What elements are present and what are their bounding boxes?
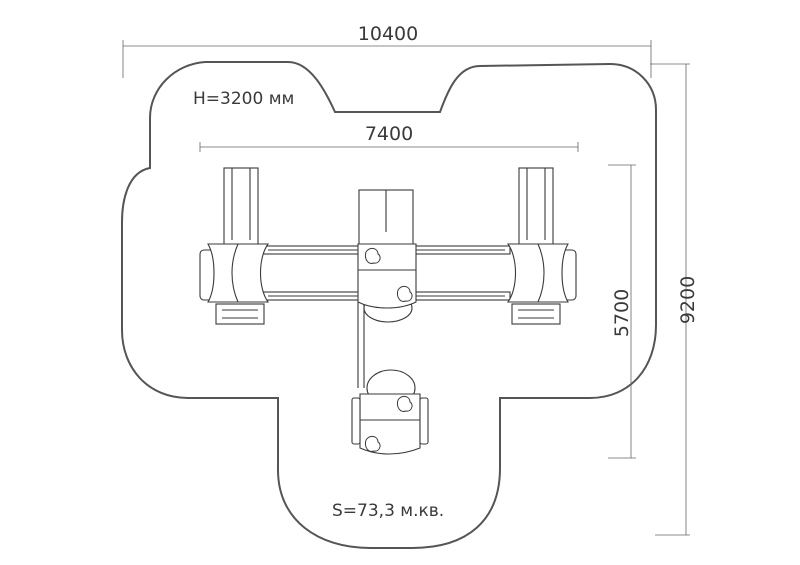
leaf-decor-icon: [365, 435, 381, 452]
leaf-decor-icon: [397, 395, 413, 412]
overall-depth-label: 9200: [677, 276, 699, 324]
lower-tower: [351, 369, 429, 455]
right-tower: [506, 167, 577, 325]
area-note: S=73,3 м.кв.: [332, 501, 444, 521]
leaf-decor-icon: [365, 247, 381, 264]
left-tower: [199, 167, 270, 325]
safety-zone-outline: [121, 61, 657, 549]
equipment-width-dimension: 7400: [199, 123, 579, 152]
equipment-depth-label: 5700: [611, 289, 633, 337]
overall-width-label: 10400: [358, 23, 418, 45]
overall-depth-dimension: 9200: [650, 63, 699, 536]
central-tower: [357, 189, 417, 323]
equipment-depth-dimension: 5700: [608, 164, 636, 459]
height-note: H=3200 мм: [193, 89, 294, 109]
vertical-connector: [357, 300, 365, 388]
overall-width-dimension: 10400: [122, 23, 652, 78]
leaf-decor-icon: [397, 285, 413, 302]
equipment-width-label: 7400: [365, 123, 413, 145]
